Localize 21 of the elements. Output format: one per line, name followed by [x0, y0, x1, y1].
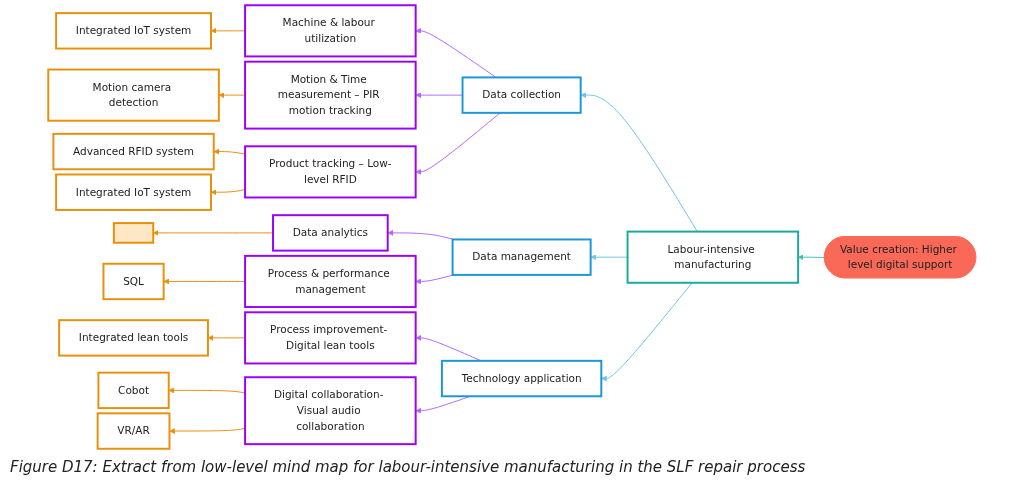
node-box: Data analytics: [272, 214, 389, 252]
node-box: Data management: [451, 238, 592, 276]
node-box: Process & performance management: [244, 254, 417, 309]
node-box: Digital collaboration- Visual audio collaboration: [244, 376, 417, 446]
node-box: Integrated lean tools: [58, 319, 209, 357]
node-bar: [112, 222, 155, 244]
node-box: Machine & labour utilization: [244, 4, 417, 58]
node-box: Process improvement- Digital lean tools: [244, 311, 417, 365]
node-box: Product tracking – Low-level RFID: [244, 145, 417, 199]
figure-caption: Figure D17: Extract from low-level mind map for labour-intensive manufacturing in the SLF repair process: [10, 458, 806, 476]
node-box: Motion & Time measurement – PIR motion tracking: [244, 60, 417, 130]
node-box: Motion camera detection: [47, 68, 220, 122]
node-box: Data collection: [461, 76, 582, 114]
node-box: Technology application: [440, 359, 603, 398]
node-box: Integrated IoT system: [55, 173, 212, 211]
node-box: VR/AR: [96, 412, 171, 450]
node-box: SQL: [102, 262, 165, 301]
node-box: Labour-intensive manufacturing: [626, 230, 800, 284]
node-box: Advanced RFID system: [52, 132, 215, 171]
node-box: Integrated IoT system: [55, 12, 212, 50]
node-box: Cobot: [97, 371, 170, 410]
